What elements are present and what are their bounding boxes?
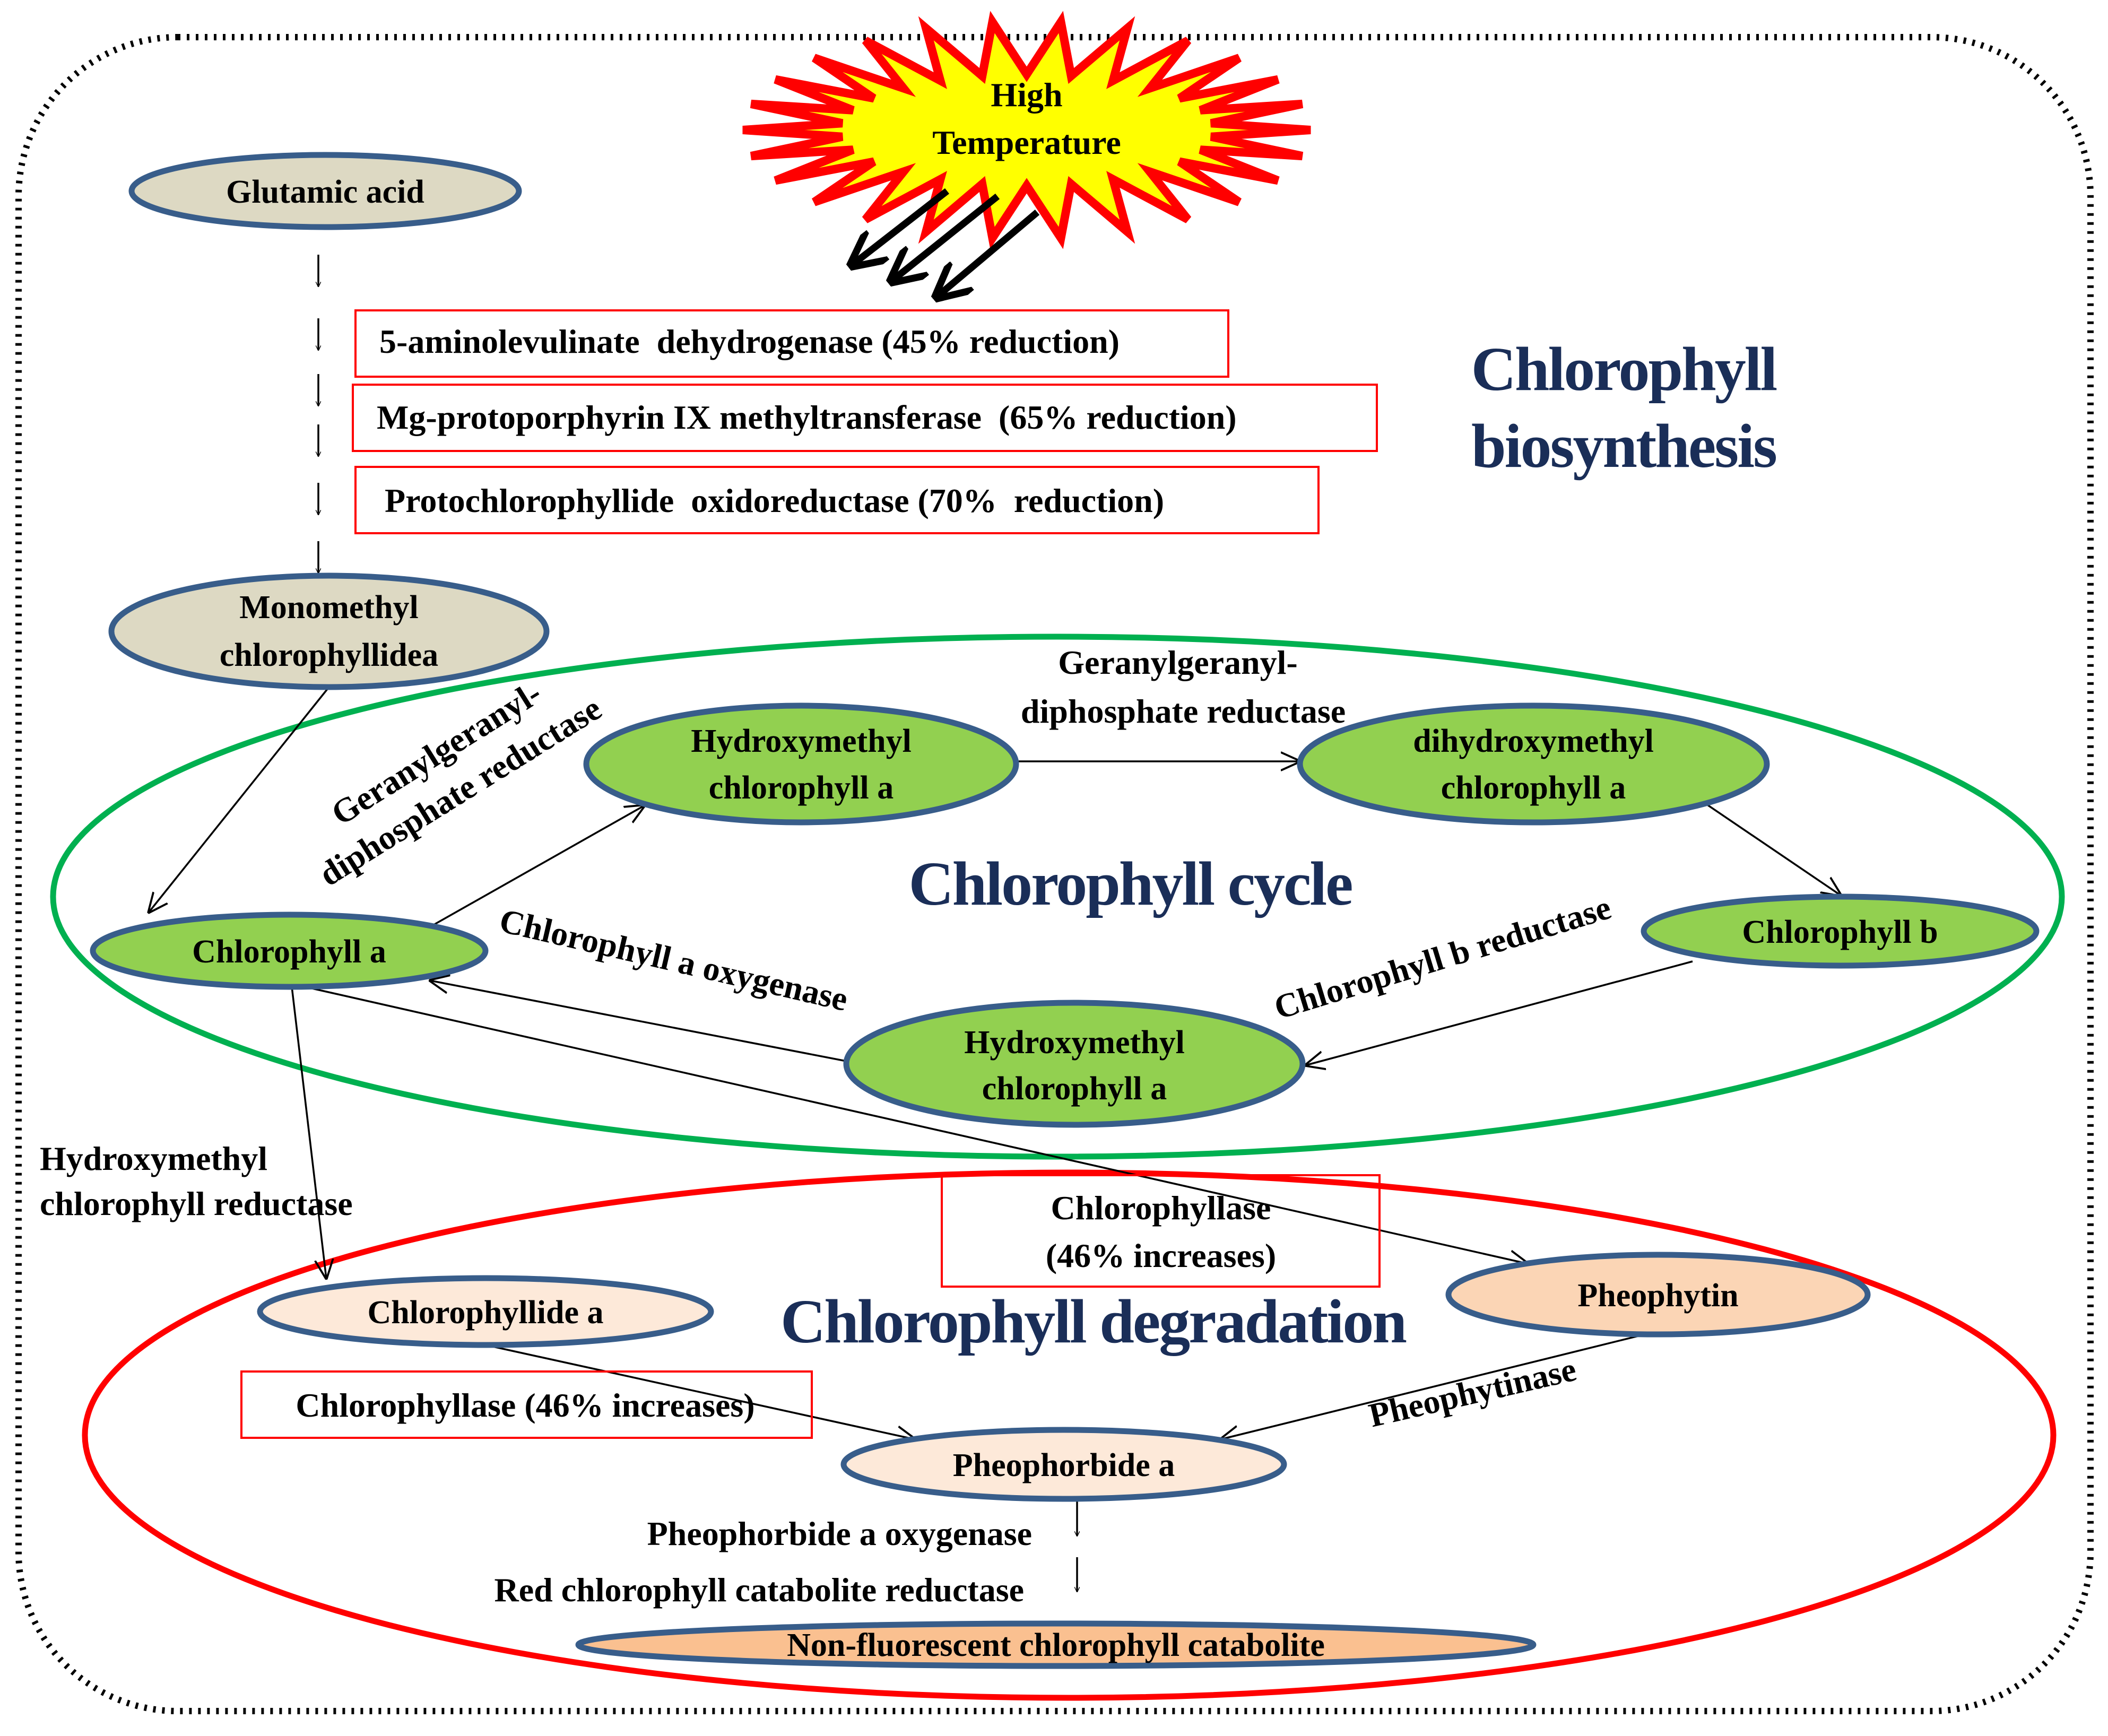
node-hydroxymethyl-chlorophyll-a-top: Hydroxymethyl chlorophyll a: [583, 702, 1019, 826]
arrow-hydroxymethyl-to-chl-a: [430, 980, 847, 1062]
biosynthesis-title-line-2: biosynthesis: [1471, 411, 1776, 481]
pathway-arrows: [149, 686, 1841, 1592]
hydroxymethyl-bottom-label-line-1: Hydroxymethyl: [964, 1025, 1185, 1061]
heat-arrow-2: [891, 193, 1000, 281]
arrow-chl-a-to-pheophytin: [305, 986, 1528, 1264]
node-pheophytin: Pheophytin: [1445, 1252, 1871, 1338]
node-chlorophyll-a: Chlorophyll a: [90, 912, 489, 990]
monomethyl-label-line-2: chlorophyllidea: [220, 637, 438, 673]
chlorophyllase-box-line-2: (46% increases): [1046, 1237, 1276, 1274]
chlorophyllase-box-line-1: Chlorophyllase: [1051, 1189, 1271, 1227]
dihydroxymethyl-label-line-1: dihydroxymethyl: [1413, 723, 1654, 759]
hmc-reductase-line-2: chlorophyll reductase: [40, 1185, 353, 1222]
hmc-reductase-line-1: Hydroxymethyl: [40, 1140, 267, 1177]
trigger-line-2: Temperature: [932, 124, 1121, 161]
arrow-chl-a-to-hydroxymethyl: [427, 805, 645, 930]
chl-a-oxygenase-label: Chlorophyll a oxygenase: [496, 901, 852, 1018]
high-temperature-trigger: High Temperature: [742, 11, 1311, 249]
trigger-line-1: High: [991, 76, 1062, 114]
chlorophyllide-a-label: Chlorophyllide a: [367, 1295, 603, 1331]
chlorophyll-degradation-ring: [82, 1169, 2057, 1701]
heat-arrow-3: [936, 210, 1040, 297]
hydroxymethyl-top-label-line-1: Hydroxymethyl: [691, 723, 912, 759]
heat-arrows: [852, 188, 1040, 297]
glutamic-acid-label: Glutamic acid: [226, 174, 424, 210]
arrow-chl-b-to-hydroxymethyl: [1305, 960, 1693, 1065]
heat-burst-shape: [742, 11, 1311, 249]
node-chlorophyllide-a: Chlorophyllide a: [257, 1275, 714, 1348]
chlorophyllase-left-box: [240, 1370, 813, 1439]
arrow-chlorophyllide-to-pheophorbide: [485, 1344, 915, 1439]
chl-b-label: Chlorophyll b: [1742, 914, 1938, 950]
chl-a-label: Chlorophyll a: [192, 934, 386, 970]
node-hydroxymethyl-chlorophyll-a-bottom: Hydroxymethyl chlorophyll a: [843, 1000, 1306, 1128]
node-glutamic-acid: Glutamic acid: [128, 152, 522, 230]
chlorophyllase-left-label: Chlorophyllase (46% increases): [296, 1386, 754, 1424]
pcor-box: [354, 466, 1320, 534]
monomethyl-label-line-1: Monomethyl: [239, 589, 419, 626]
arrow-dihydroxymethyl-to-chl-b: [1705, 803, 1841, 896]
node-pheophorbide-a: Pheophorbide a: [840, 1427, 1287, 1502]
mg-methyltransferase-box: [352, 384, 1378, 452]
arrow-chl-a-to-chlorophyllide: [291, 986, 326, 1279]
hydroxymethyl-top-label-line-2: chlorophyll a: [709, 770, 894, 806]
pheophorbide-a-label: Pheophorbide a: [953, 1447, 1175, 1483]
ggdr-top-line-2: diphosphate reductase: [1021, 692, 1346, 730]
ggdr-top-line-1: Geranylgeranyl-: [1058, 644, 1297, 681]
node-dihydroxymethyl-chlorophyll-a: dihydroxymethyl chlorophyll a: [1297, 702, 1770, 826]
heat-arrow-1: [852, 188, 949, 265]
node-monomethyl-chlorophyllidea: Monomethyl chlorophyllidea: [108, 572, 550, 690]
arrow-monomethyl-to-chl-a: [149, 686, 330, 913]
cycle-title: Chlorophyll cycle: [908, 849, 1352, 918]
node-chlorophyll-b: Chlorophyll b: [1641, 893, 2040, 969]
ala-dehydrogenase-box: [354, 309, 1229, 378]
arrow-pheophytin-to-pheophorbide: [1220, 1333, 1645, 1439]
chlorophyllase-box: [941, 1174, 1381, 1288]
mg-methyltransferase-label: Mg-protoporphyrin IX methyltransferase (…: [377, 398, 1237, 436]
pheophytin-label: Pheophytin: [1577, 1278, 1738, 1314]
node-non-fluorescent-chlorophyll-catabolite: Non-fluorescent chlorophyll catabolite: [575, 1620, 1537, 1669]
biosynthesis-title-line-1: Chlorophyll: [1471, 334, 1777, 404]
hydroxymethyl-bottom-label-line-2: chlorophyll a: [982, 1071, 1167, 1107]
rcc-reductase-label: Red chlorophyll catabolite reductase: [495, 1571, 1024, 1609]
dihydroxymethyl-label-line-2: chlorophyll a: [1441, 770, 1626, 806]
pheophytinase-label: Pheophytinase: [1365, 1350, 1580, 1435]
ala-dehydrogenase-label: 5-aminolevulinate dehydrogenase (45% red…: [379, 323, 1120, 360]
pheophorbide-oxygenase-label: Pheophorbide a oxygenase: [647, 1515, 1032, 1552]
degradation-title: Chlorophyll degradation: [780, 1287, 1406, 1356]
ncc-label: Non-fluorescent chlorophyll catabolite: [787, 1627, 1325, 1663]
pcor-label: Protochlorophyllide oxidoreductase (70% …: [385, 482, 1164, 519]
